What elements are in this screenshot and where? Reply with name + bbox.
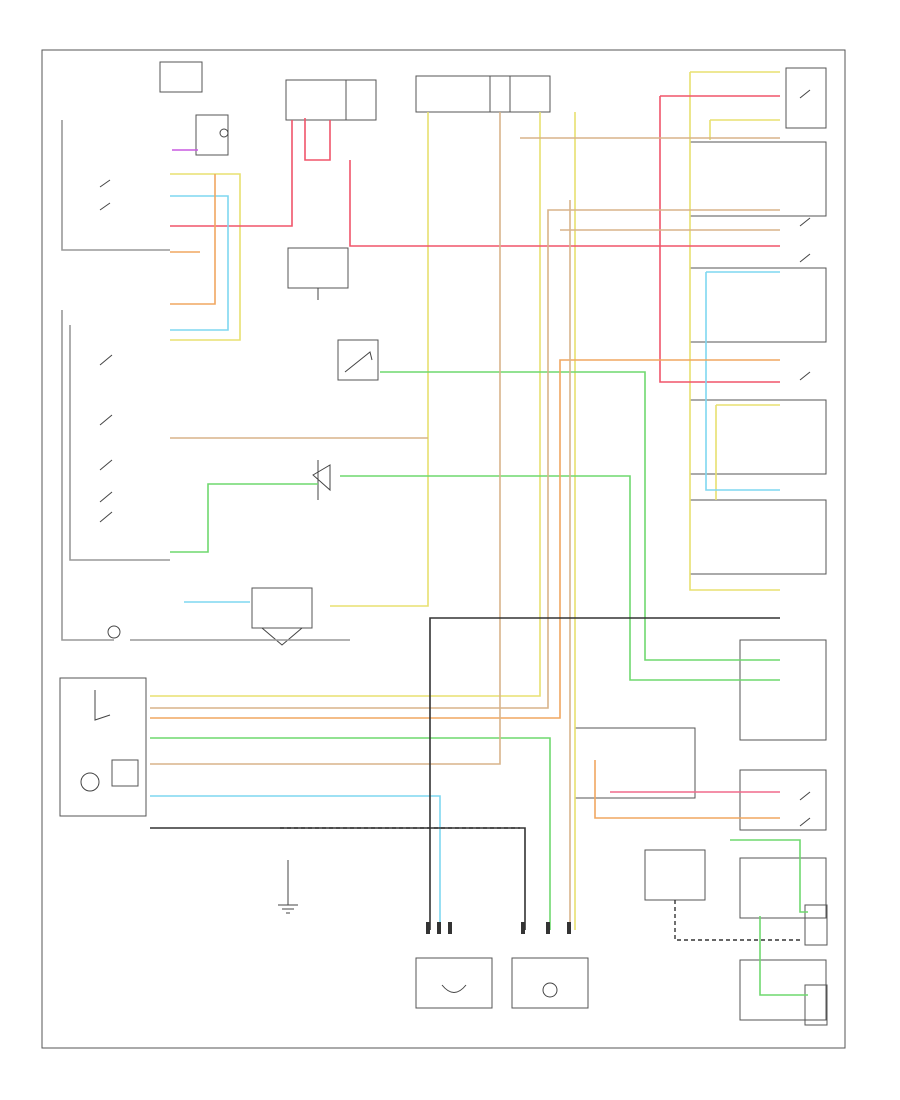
wire-yellow-2 [150,112,541,697]
wire-orange-2 [150,359,780,719]
connector-pins [426,922,571,934]
wire-red-3 [659,95,780,383]
switch-contacts [99,89,811,827]
wire-layer [61,71,808,996]
wire-tan-2 [150,209,780,709]
temperature-sensor-block [107,587,313,646]
wire-gray-1 [61,120,350,641]
wire-yellow-4 [715,404,780,500]
wire-green-5 [759,916,808,996]
actuator-right [511,957,589,1009]
wire-tan-3 [150,112,501,765]
hvac-control-module [59,677,147,817]
shield-line [280,827,800,941]
wire-cyan-3 [705,271,780,491]
wire-yellow-6 [330,112,429,607]
diagram-border [41,49,846,1049]
fuse-block-top-left [159,61,551,156]
ground-symbol [278,860,298,914]
wire-yellow-5 [574,112,780,930]
wire-green-4 [730,839,808,913]
wire-green-2 [150,737,551,930]
wire-gray-2 [69,325,170,561]
wire-orange-3 [594,760,780,819]
wire-green-3 [380,371,780,661]
wire-green-1 [170,475,780,681]
wire-black-1 [429,617,780,930]
pressure-switch [287,247,379,381]
actuator-left [415,957,493,1009]
wire-orange-1 [170,174,216,305]
wire-red-1 [170,118,331,227]
wire-black-2 [150,827,526,930]
compressor-relay [312,460,331,500]
wire-red-2 [349,160,780,247]
wire-yellow-1 [170,173,241,341]
wire-cyan-1 [170,195,229,331]
wire-cyan-2 [150,795,441,930]
wire-tan-4 [520,137,780,231]
wire-yellow-3 [689,71,780,591]
